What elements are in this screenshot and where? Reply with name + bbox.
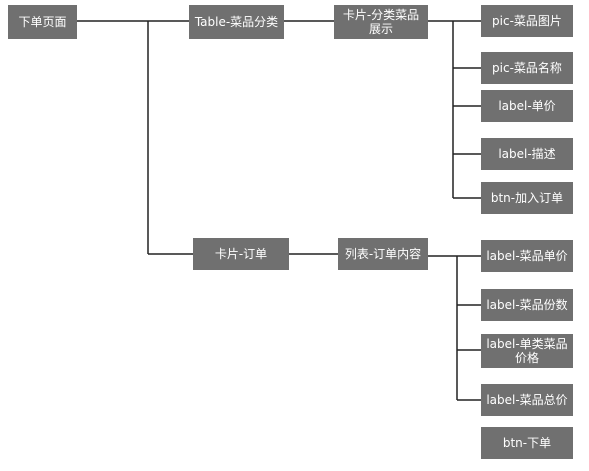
node-card-order: 卡片-订单 <box>193 238 289 270</box>
node-label-dish-quantity: label-菜品份数 <box>481 289 573 321</box>
node-pic-dish-name: pic-菜品名称 <box>481 52 573 84</box>
node-list-order-content: 列表-订单内容 <box>338 238 428 270</box>
node-table-category: Table-菜品分类 <box>189 5 284 39</box>
node-label-dish-unit-price: label-菜品单价 <box>481 240 573 272</box>
node-btn-add-to-order: btn-加入订单 <box>481 182 573 214</box>
node-label-single-type-price: label-单类菜品价格 <box>481 334 573 368</box>
node-label-unit-price: label-单价 <box>481 90 573 122</box>
node-label-description: label-描述 <box>481 138 573 170</box>
node-pic-dish-image: pic-菜品图片 <box>481 5 573 37</box>
node-card-category-display: 卡片-分类菜品展示 <box>334 5 428 39</box>
node-btn-place-order: btn-下单 <box>481 427 573 459</box>
node-root: 下单页面 <box>8 5 77 39</box>
node-label-dish-total: label-菜品总价 <box>481 384 573 416</box>
